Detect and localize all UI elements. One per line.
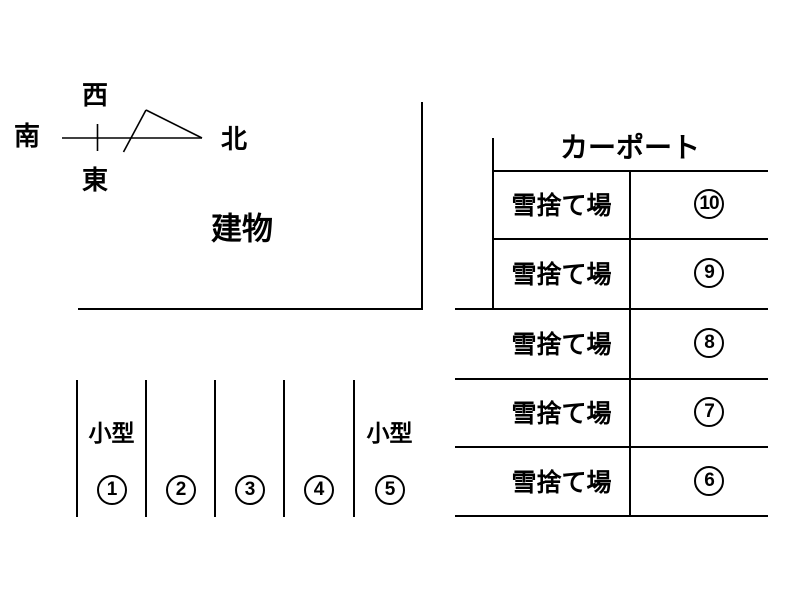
compass-east-label: 東 bbox=[81, 165, 109, 195]
stall-divider-line bbox=[76, 380, 78, 517]
carport-row-line bbox=[455, 378, 768, 380]
stall-divider-line bbox=[353, 380, 355, 517]
spot-number-circled: 2 bbox=[165, 475, 196, 505]
carport-row: 6 bbox=[641, 446, 777, 515]
parking-spot-5: 小型 5 bbox=[355, 380, 424, 517]
spot-number-circled: 3 bbox=[234, 475, 265, 505]
spot-size-label: 小型 bbox=[88, 420, 135, 446]
snow-dump-label: 雪捨て場 bbox=[511, 192, 612, 220]
carport-row-line bbox=[455, 515, 768, 517]
stall-divider-line bbox=[214, 380, 216, 517]
carport-row-line bbox=[455, 308, 768, 310]
compass-north-label: 北 bbox=[220, 124, 248, 154]
carport-column-divider-line bbox=[629, 170, 631, 517]
parking-spot-2: 2 bbox=[146, 380, 215, 517]
stall-divider-line bbox=[283, 380, 285, 517]
spot-number-circled: 1 bbox=[96, 475, 127, 505]
carport-row: 9 bbox=[641, 238, 777, 308]
carport-title: カーポート bbox=[559, 132, 700, 163]
parking-spot-1: 小型 1 bbox=[77, 380, 146, 517]
spot-number-circled: 4 bbox=[303, 475, 334, 505]
carport-row: 7 bbox=[641, 378, 777, 446]
snow-dump-label: 雪捨て場 bbox=[511, 468, 612, 497]
parking-spot-3: 3 bbox=[215, 380, 284, 517]
spot-size-label: 小型 bbox=[366, 420, 413, 446]
stall-divider-line bbox=[145, 380, 147, 517]
building-bottom-wall-line bbox=[78, 308, 423, 310]
compass-south-label: 南 bbox=[13, 121, 41, 151]
building-right-wall-line bbox=[421, 102, 423, 310]
spot-number-circled: 5 bbox=[374, 475, 405, 505]
carport-spot-number-circled: 8 bbox=[694, 328, 724, 358]
carport-row: 10 bbox=[641, 170, 777, 238]
carport-spot-number-circled: 9 bbox=[694, 258, 724, 288]
compass-needle-icon bbox=[62, 109, 203, 153]
carport-spot-number-circled: 7 bbox=[694, 397, 724, 427]
carport-left-border-line bbox=[492, 138, 494, 310]
carport-spot-number-circled: 10 bbox=[694, 189, 724, 219]
carport-row: 8 bbox=[641, 308, 777, 378]
carport-row-line bbox=[455, 446, 768, 448]
building-label: 建物 bbox=[211, 211, 273, 247]
carport-spot-number-circled: 6 bbox=[694, 465, 724, 496]
snow-dump-label: 雪捨て場 bbox=[511, 400, 612, 428]
snow-dump-label: 雪捨て場 bbox=[511, 331, 612, 359]
compass-west-label: 西 bbox=[81, 80, 109, 110]
snow-dump-label: 雪捨て場 bbox=[511, 261, 612, 289]
parking-spot-4: 4 bbox=[284, 380, 353, 517]
